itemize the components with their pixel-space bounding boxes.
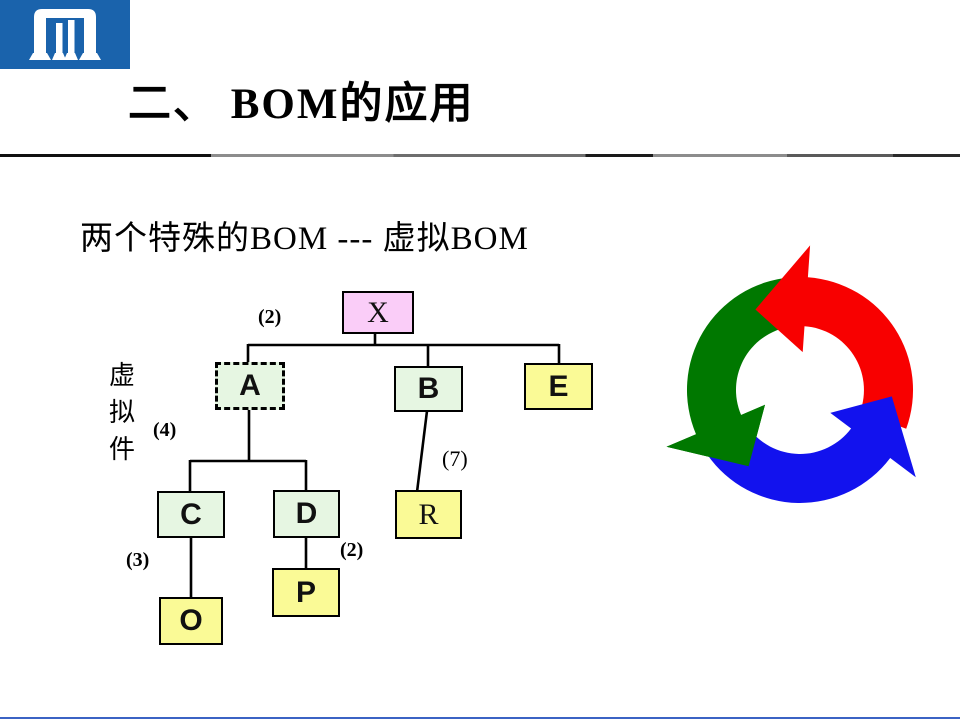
qty-label-X-A: (2) <box>258 306 282 328</box>
cycle-arrows-icon <box>666 245 916 503</box>
cycle-arrow-green-head <box>666 404 765 467</box>
bom-node-B: B <box>394 366 463 412</box>
bom-node-R: R <box>395 490 462 539</box>
page-title: 二、 BOM的应用 <box>128 81 475 128</box>
bom-node-P-label: P <box>295 575 316 609</box>
qty-label-B-R: (7) <box>442 446 468 471</box>
bom-node-R-label: R <box>418 497 439 531</box>
bom-node-C: C <box>157 491 225 538</box>
bom-node-X-label: X <box>367 295 389 329</box>
bom-node-C-label: C <box>180 497 202 531</box>
bom-node-A-label: A <box>239 369 261 402</box>
bom-node-E: E <box>524 363 593 410</box>
qty-label-D-P: (2) <box>340 539 364 561</box>
cycle-arrow-green <box>666 277 795 467</box>
title-divider <box>0 154 960 157</box>
bom-node-A-virtual: A <box>215 362 285 410</box>
subtitle-text: 两个特殊的BOM --- 虚拟BOM <box>80 221 529 257</box>
bom-node-E-label: E <box>548 369 569 403</box>
pillars-logo-icon <box>29 9 101 60</box>
bom-node-O-label: O <box>179 604 203 637</box>
bom-node-D: D <box>273 490 340 538</box>
qty-label-C-O: (3) <box>126 549 150 571</box>
bom-node-B-label: B <box>417 372 440 405</box>
bom-node-X: X <box>342 291 414 334</box>
qty-label-A-children: (4) <box>153 419 177 441</box>
cycle-arrow-red <box>755 245 914 429</box>
cycle-arrow-blue <box>707 396 916 503</box>
bom-node-O: O <box>159 597 223 645</box>
bom-node-D-label: D <box>295 497 318 530</box>
slide-logo <box>0 0 130 69</box>
footer-divider <box>0 717 960 719</box>
bom-node-P: P <box>272 568 340 617</box>
